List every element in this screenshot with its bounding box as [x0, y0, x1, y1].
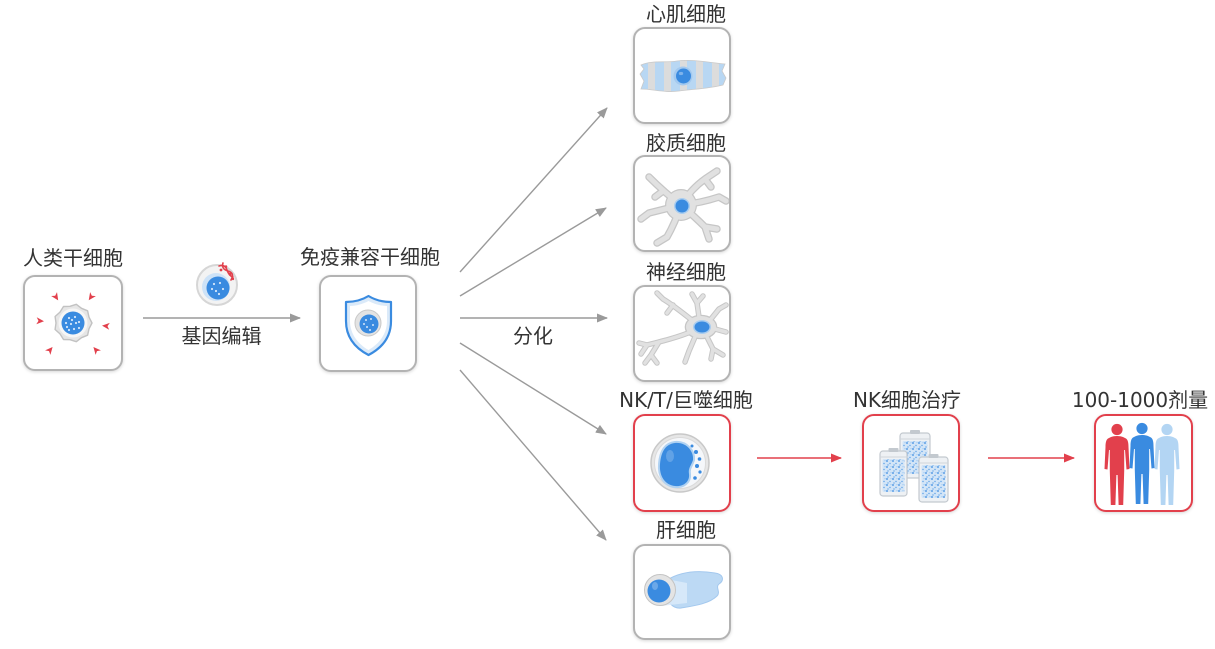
label-cardiomyocyte: 心肌细胞 [646, 2, 726, 26]
iv-bag-icon [879, 430, 949, 503]
hepatocyte-icon [644, 571, 723, 609]
cardiomyocyte-box [633, 27, 731, 124]
patient-figure-red [1104, 423, 1130, 505]
stem-cell [54, 303, 93, 343]
label-neuron: 神经细胞 [646, 260, 726, 284]
arrow-to-cardiomyocyte [459, 107, 608, 273]
label-nk-therapy: NK细胞治疗 [852, 388, 962, 412]
label-immune-compatible-stem-cell: 免疫兼容干细胞 [300, 245, 440, 269]
immune-cell-box [633, 414, 731, 512]
human-stem-cell-box [23, 275, 123, 371]
glial-cell-box [633, 155, 731, 252]
label-hepatocyte: 肝细胞 [656, 518, 716, 542]
stem-cell-icon [36, 292, 110, 355]
gene-editing-icon [196, 262, 238, 306]
label-dosage: 100-1000剂量 [1071, 388, 1209, 412]
patient-figure-light-blue [1154, 423, 1180, 505]
iv-bag-left [879, 448, 908, 497]
hepatocyte-box [633, 544, 731, 640]
label-gene-editing: 基因编辑 [181, 324, 262, 348]
signal-marks [36, 292, 110, 355]
patient-figure-blue [1129, 422, 1155, 504]
label-differentiation: 分化 [513, 324, 553, 348]
cardiomyocyte-icon [639, 59, 727, 92]
patients-icon [1104, 422, 1180, 505]
label-glial-cell: 胶质细胞 [646, 131, 726, 155]
arrow-to-hepatocyte [459, 369, 607, 541]
shield-cell-icon [344, 294, 393, 357]
neuron-icon [635, 287, 729, 380]
immune-compatible-stem-cell-box [319, 275, 417, 372]
label-immune-cell: NK/T/巨噬细胞 [619, 388, 753, 412]
immune-cell-icon [650, 433, 710, 493]
neuron-box [633, 285, 731, 382]
arrow-to-glial-cell [459, 207, 607, 297]
label-human-stem-cell: 人类干细胞 [23, 246, 123, 270]
iv-bag-right [918, 454, 949, 503]
dna-strand [218, 262, 234, 281]
arrow-to-immune-cell [459, 342, 607, 435]
nk-therapy-box [862, 414, 960, 512]
dosage-box [1094, 414, 1193, 512]
glial-cell-icon [635, 157, 729, 250]
